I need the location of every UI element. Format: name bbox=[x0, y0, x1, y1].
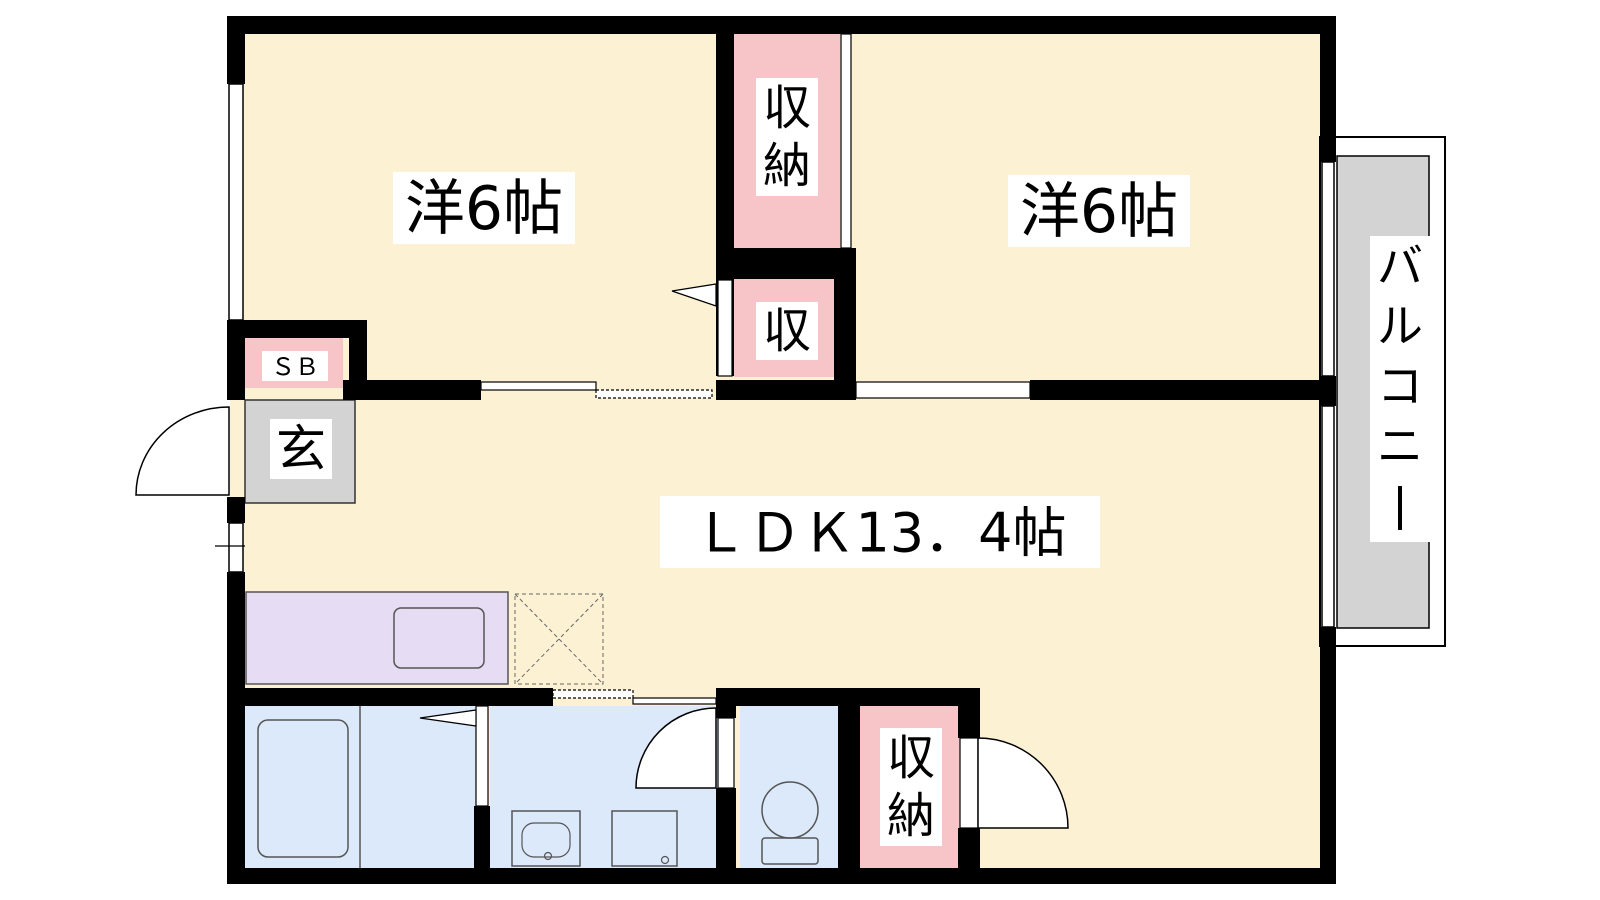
drain-icon bbox=[543, 851, 553, 861]
balcony-char-3: コ bbox=[1377, 359, 1423, 413]
toilet-floor bbox=[740, 706, 840, 868]
door-swings bbox=[135, 406, 1069, 829]
label-bg-entrance bbox=[270, 419, 332, 479]
door-stop-lower-icon bbox=[419, 709, 477, 727]
room-label-western-right: 洋6帖 bbox=[1020, 177, 1178, 247]
sliding-doors bbox=[475, 33, 1031, 829]
label-bg-storage-small bbox=[756, 302, 818, 360]
label-bg-storage-top bbox=[756, 78, 818, 196]
washer-drain-icon bbox=[660, 855, 670, 865]
bathtub-icon bbox=[257, 719, 349, 858]
washbasin-icon bbox=[511, 810, 581, 867]
washer-space-icon bbox=[611, 810, 678, 867]
storage-bottom-char-1: 収 bbox=[887, 730, 935, 786]
shoe-box-label: ＳＢ bbox=[271, 353, 319, 381]
room-label-western-left: 洋6帖 bbox=[405, 174, 563, 244]
label-bg-western-left bbox=[393, 172, 575, 244]
label-bg-storage-bottom bbox=[880, 728, 942, 846]
balcony-char-4: ニ bbox=[1377, 419, 1423, 473]
label-bg-western-right bbox=[1008, 175, 1190, 247]
entrance-label: 玄 bbox=[276, 420, 326, 478]
balcony-char-2: ル bbox=[1377, 299, 1423, 353]
storage-top-char-2: 納 bbox=[763, 138, 811, 194]
walls bbox=[227, 16, 1336, 884]
ldk-label: ＬＤＫ13．4帖 bbox=[693, 502, 1066, 565]
toilet-icon bbox=[761, 781, 819, 865]
windows bbox=[228, 83, 1335, 628]
fridge-space-icon bbox=[514, 593, 604, 685]
bath-floor bbox=[245, 706, 477, 868]
storage-top-char-1: 収 bbox=[763, 80, 811, 136]
storage-small-label: 収 bbox=[763, 303, 811, 359]
door-stop-upper-icon bbox=[671, 283, 717, 307]
label-bg-ldk bbox=[660, 496, 1100, 568]
kitchen-counter bbox=[245, 591, 509, 685]
label-bg-shoe-box bbox=[262, 351, 328, 381]
balcony-char-1: バ bbox=[1377, 239, 1423, 293]
kitchen-sink-icon bbox=[393, 607, 485, 669]
storage-bottom-char-2: 納 bbox=[887, 788, 935, 844]
washbasin-bowl-icon bbox=[521, 822, 571, 858]
